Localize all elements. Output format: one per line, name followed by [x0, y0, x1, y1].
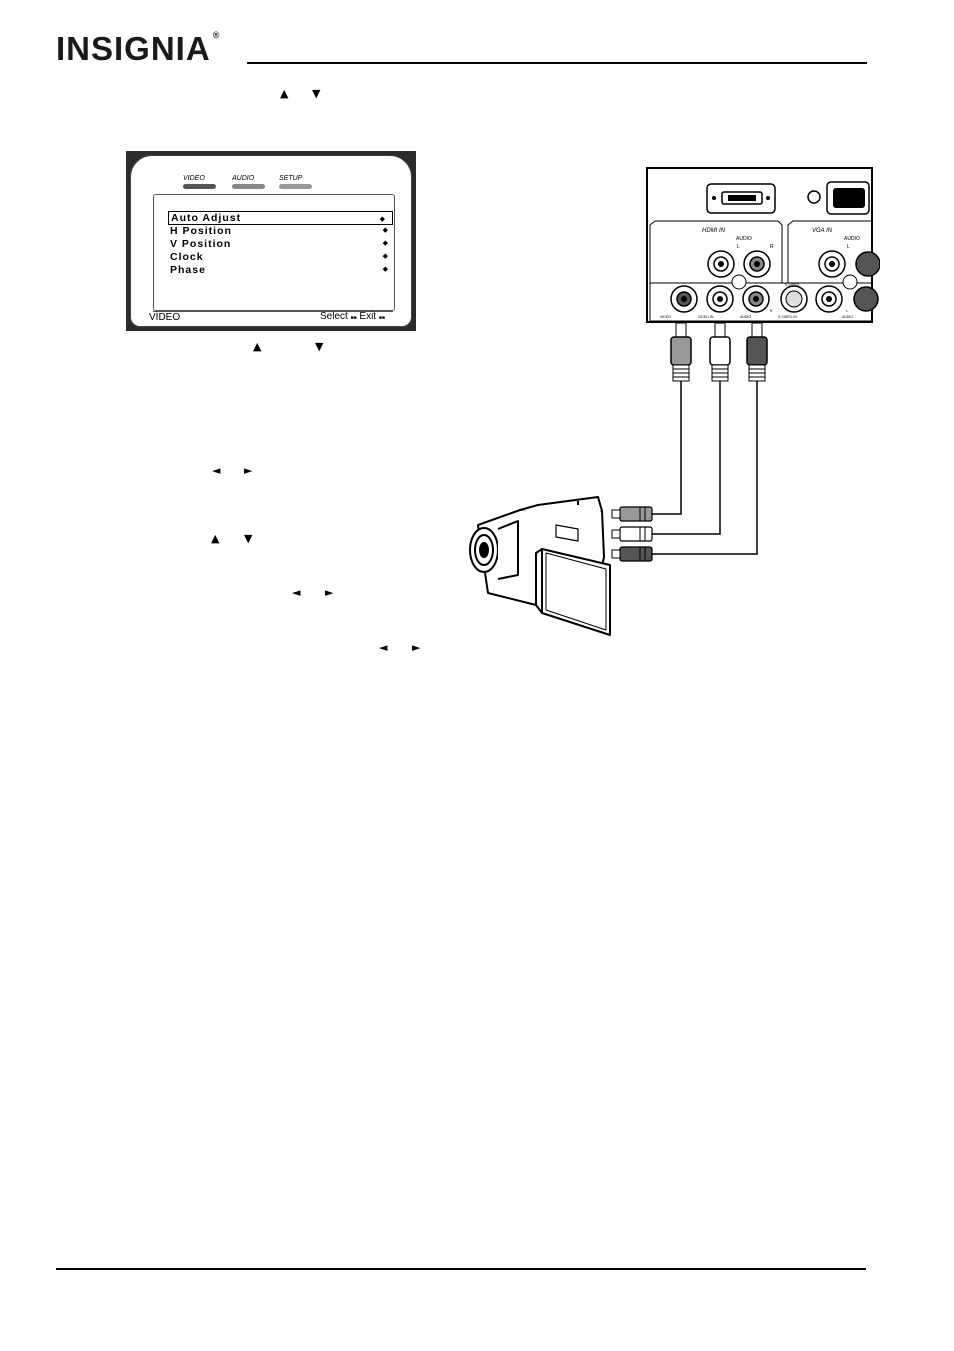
down-arrow-icon: ▼ [315, 340, 324, 353]
rca-plugs-top [670, 322, 768, 382]
osd-item-label: Clock [170, 251, 204, 263]
osd-item-label: Phase [170, 264, 206, 276]
audio-label: AUDIO [844, 236, 860, 242]
osd-item-v-position: V Position ◆ [170, 238, 391, 250]
select-key-icon: ■■ [350, 315, 357, 321]
video-label: VIDEO [660, 315, 671, 319]
tv-back-panel: HDMI IN AUDIO L R VGA IN AUDIO L [646, 167, 880, 323]
r-label: R [770, 244, 774, 250]
right-arrow-icon: ► [325, 586, 334, 599]
osd-tab-bar [232, 184, 265, 189]
right-arrow-icon: ► [412, 641, 421, 654]
osd-item-label: H Position [170, 225, 232, 237]
adjust-icon: ◆ [382, 226, 389, 234]
s-video-label: S-VIDEO [785, 283, 800, 287]
osd-tab-audio: AUDIO [232, 175, 265, 189]
osd-tab-setup: SETUP [279, 175, 312, 189]
adjust-icon: ◆ [382, 239, 389, 247]
osd-footer [153, 311, 393, 326]
osd-item-phase: Phase ◆ [170, 264, 391, 276]
logo-text: INSIGNIA [56, 30, 211, 67]
exit-key-icon: ■■ [378, 315, 385, 321]
osd-item-panel: Auto Adjust ◆ H Position ◆ V Position ◆ … [153, 194, 395, 311]
hdmi-in-label: HDMI IN [702, 228, 726, 234]
adjust-icon: ◆ [382, 252, 389, 260]
l-label: L [847, 244, 850, 250]
osd-item-clock: Clock ◆ [170, 251, 391, 263]
osd-tab-bar [183, 184, 216, 189]
osd-tab-label: VIDEO [183, 175, 205, 182]
rca-plugs-camcorder [611, 506, 653, 562]
osd-tab-label: AUDIO [232, 175, 255, 182]
camcorder-icon [469, 496, 611, 636]
header-rule [247, 62, 867, 64]
up-arrow-icon: ▲ [253, 340, 262, 353]
osd-select-hint: Select [320, 311, 348, 322]
vga-in-label: VGA IN [812, 228, 833, 234]
audio-small-label: AUDIO [740, 315, 751, 319]
video-in-label: VIDEO IN [698, 315, 714, 319]
audio-label: AUDIO [736, 236, 752, 242]
camcorder-connection-diagram: HDMI IN AUDIO L R VGA IN AUDIO L [469, 167, 880, 636]
footer-rule [56, 1268, 866, 1270]
l-label: L [714, 309, 716, 313]
insignia-logo: INSIGNIA® [56, 30, 220, 68]
av-cables [652, 381, 758, 555]
osd-footer-hints: Select ■■ Exit ■■ [320, 311, 385, 322]
left-arrow-icon: ◄ [379, 641, 388, 654]
left-arrow-icon: ◄ [212, 464, 221, 477]
adjust-icon: ◆ [382, 265, 389, 273]
l-label: L [737, 244, 740, 250]
l-label: L [846, 309, 848, 313]
osd-tab-video: VIDEO [183, 175, 216, 189]
osd-tab-label: SETUP [279, 175, 303, 182]
osd-item-h-position: H Position ◆ [170, 225, 391, 237]
up-arrow-icon: ▲ [280, 87, 289, 100]
osd-item-label: Auto Adjust [171, 212, 242, 224]
osd-exit-hint: Exit [359, 311, 377, 322]
r-label: R [770, 309, 773, 313]
osd-footer-label: VIDEO [149, 312, 181, 323]
osd-screen: VIDEO AUDIO SETUP Auto Adjust ◆ H Positi… [130, 155, 412, 327]
osd-menu-screenshot: VIDEO AUDIO SETUP Auto Adjust ◆ H Positi… [126, 151, 416, 331]
audio-small-label: AUDIO [842, 315, 853, 319]
adjust-icon: ◆ [379, 215, 386, 223]
left-arrow-icon: ◄ [292, 586, 301, 599]
down-arrow-icon: ▼ [312, 87, 321, 100]
right-arrow-icon: ► [244, 464, 253, 477]
osd-item-label: V Position [170, 238, 232, 250]
up-arrow-icon: ▲ [211, 532, 220, 545]
osd-item-auto-adjust: Auto Adjust ◆ [168, 211, 393, 225]
registered-mark: ® [212, 30, 221, 40]
osd-tab-bar [279, 184, 312, 189]
down-arrow-icon: ▼ [244, 532, 253, 545]
s-video-in-label: S-VIDEO IN [778, 315, 797, 319]
